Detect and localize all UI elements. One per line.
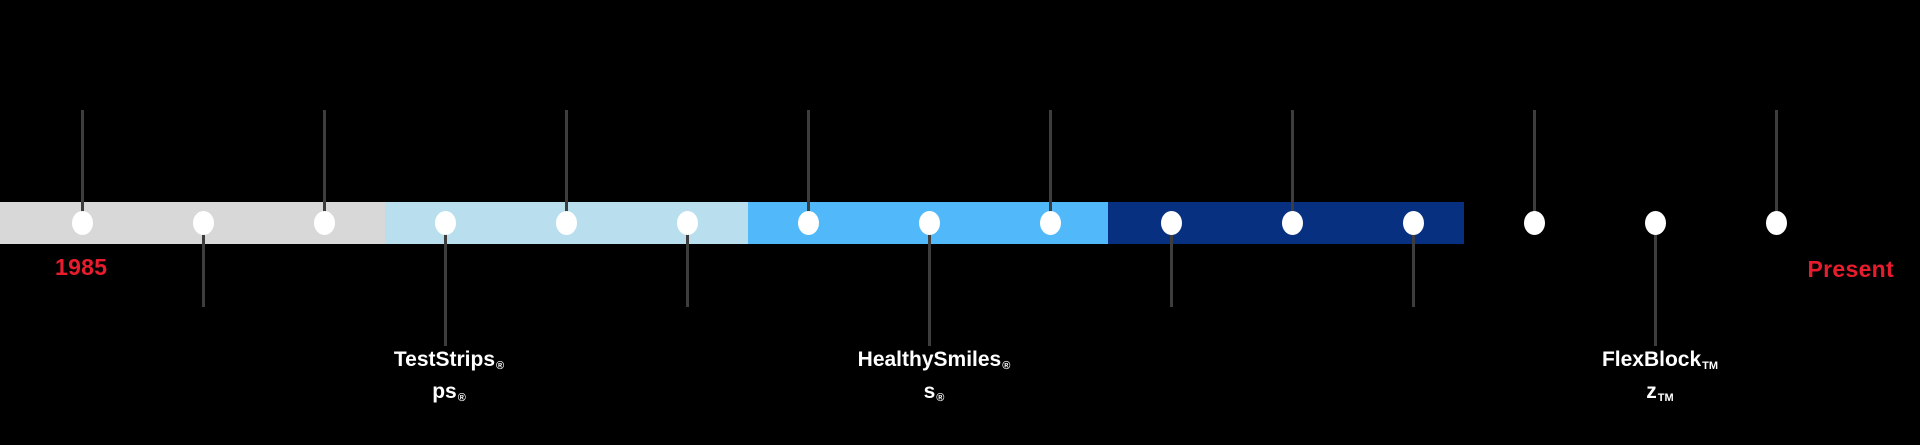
timeline-dot [1282, 211, 1304, 235]
trademark-mark: TM [1657, 392, 1674, 404]
product-name-line2: s® [923, 380, 945, 404]
product-label: FlexBlockTM zTM [1480, 347, 1840, 411]
timeline-stem-up [1533, 110, 1537, 215]
registered-mark: ® [457, 392, 466, 404]
timeline-dot [313, 211, 335, 235]
timeline-stem-up [80, 110, 84, 215]
product-name-line2: ps® [432, 380, 466, 404]
timeline-dot [555, 211, 577, 235]
timeline-stem-up [806, 110, 810, 215]
registered-mark: ® [496, 360, 505, 372]
timeline-end-year: Present [1807, 256, 1894, 282]
timeline-stem-up [1775, 110, 1779, 215]
timeline-stem-up [1291, 110, 1295, 215]
timeline-dot [1040, 211, 1062, 235]
timeline-dot [1403, 211, 1425, 235]
timeline-dot [918, 211, 940, 235]
timeline-start-year: 1985 [55, 254, 108, 280]
trademark-mark: TM [1702, 360, 1719, 372]
timeline-dot [1645, 211, 1667, 235]
timeline-dot [434, 211, 456, 235]
product-label: HealthySmiles® s® [754, 347, 1114, 411]
timeline-stem-up [1049, 110, 1053, 215]
timeline-stem-down-label [1654, 231, 1658, 346]
timeline-dot [676, 211, 698, 235]
timeline-stem-down [1170, 231, 1174, 307]
product-name-line1: FlexBlockTM [1601, 348, 1719, 372]
timeline-stem-down [1412, 231, 1416, 307]
timeline-dot [797, 211, 819, 235]
timeline-dot [71, 211, 93, 235]
product-name-line2: zTM [1646, 380, 1674, 404]
product-name-line1: TestStrips® [393, 348, 505, 372]
product-name-line1: HealthySmiles® [857, 348, 1011, 372]
timeline-dot [1766, 211, 1788, 235]
timeline-stem-down [685, 231, 689, 307]
timeline-stem-down-label [443, 231, 447, 346]
registered-mark: ® [1002, 360, 1011, 372]
timeline-stem-down [201, 231, 205, 307]
timeline-dot [1161, 211, 1183, 235]
product-label: TestStrips® ps® [269, 347, 629, 411]
timeline-dot [192, 211, 214, 235]
timeline-stem-up [322, 110, 326, 215]
timeline-stem-down-label [927, 231, 931, 346]
registered-mark: ® [936, 392, 945, 404]
timeline-dot [1524, 211, 1546, 235]
timeline-stem-up [564, 110, 568, 215]
